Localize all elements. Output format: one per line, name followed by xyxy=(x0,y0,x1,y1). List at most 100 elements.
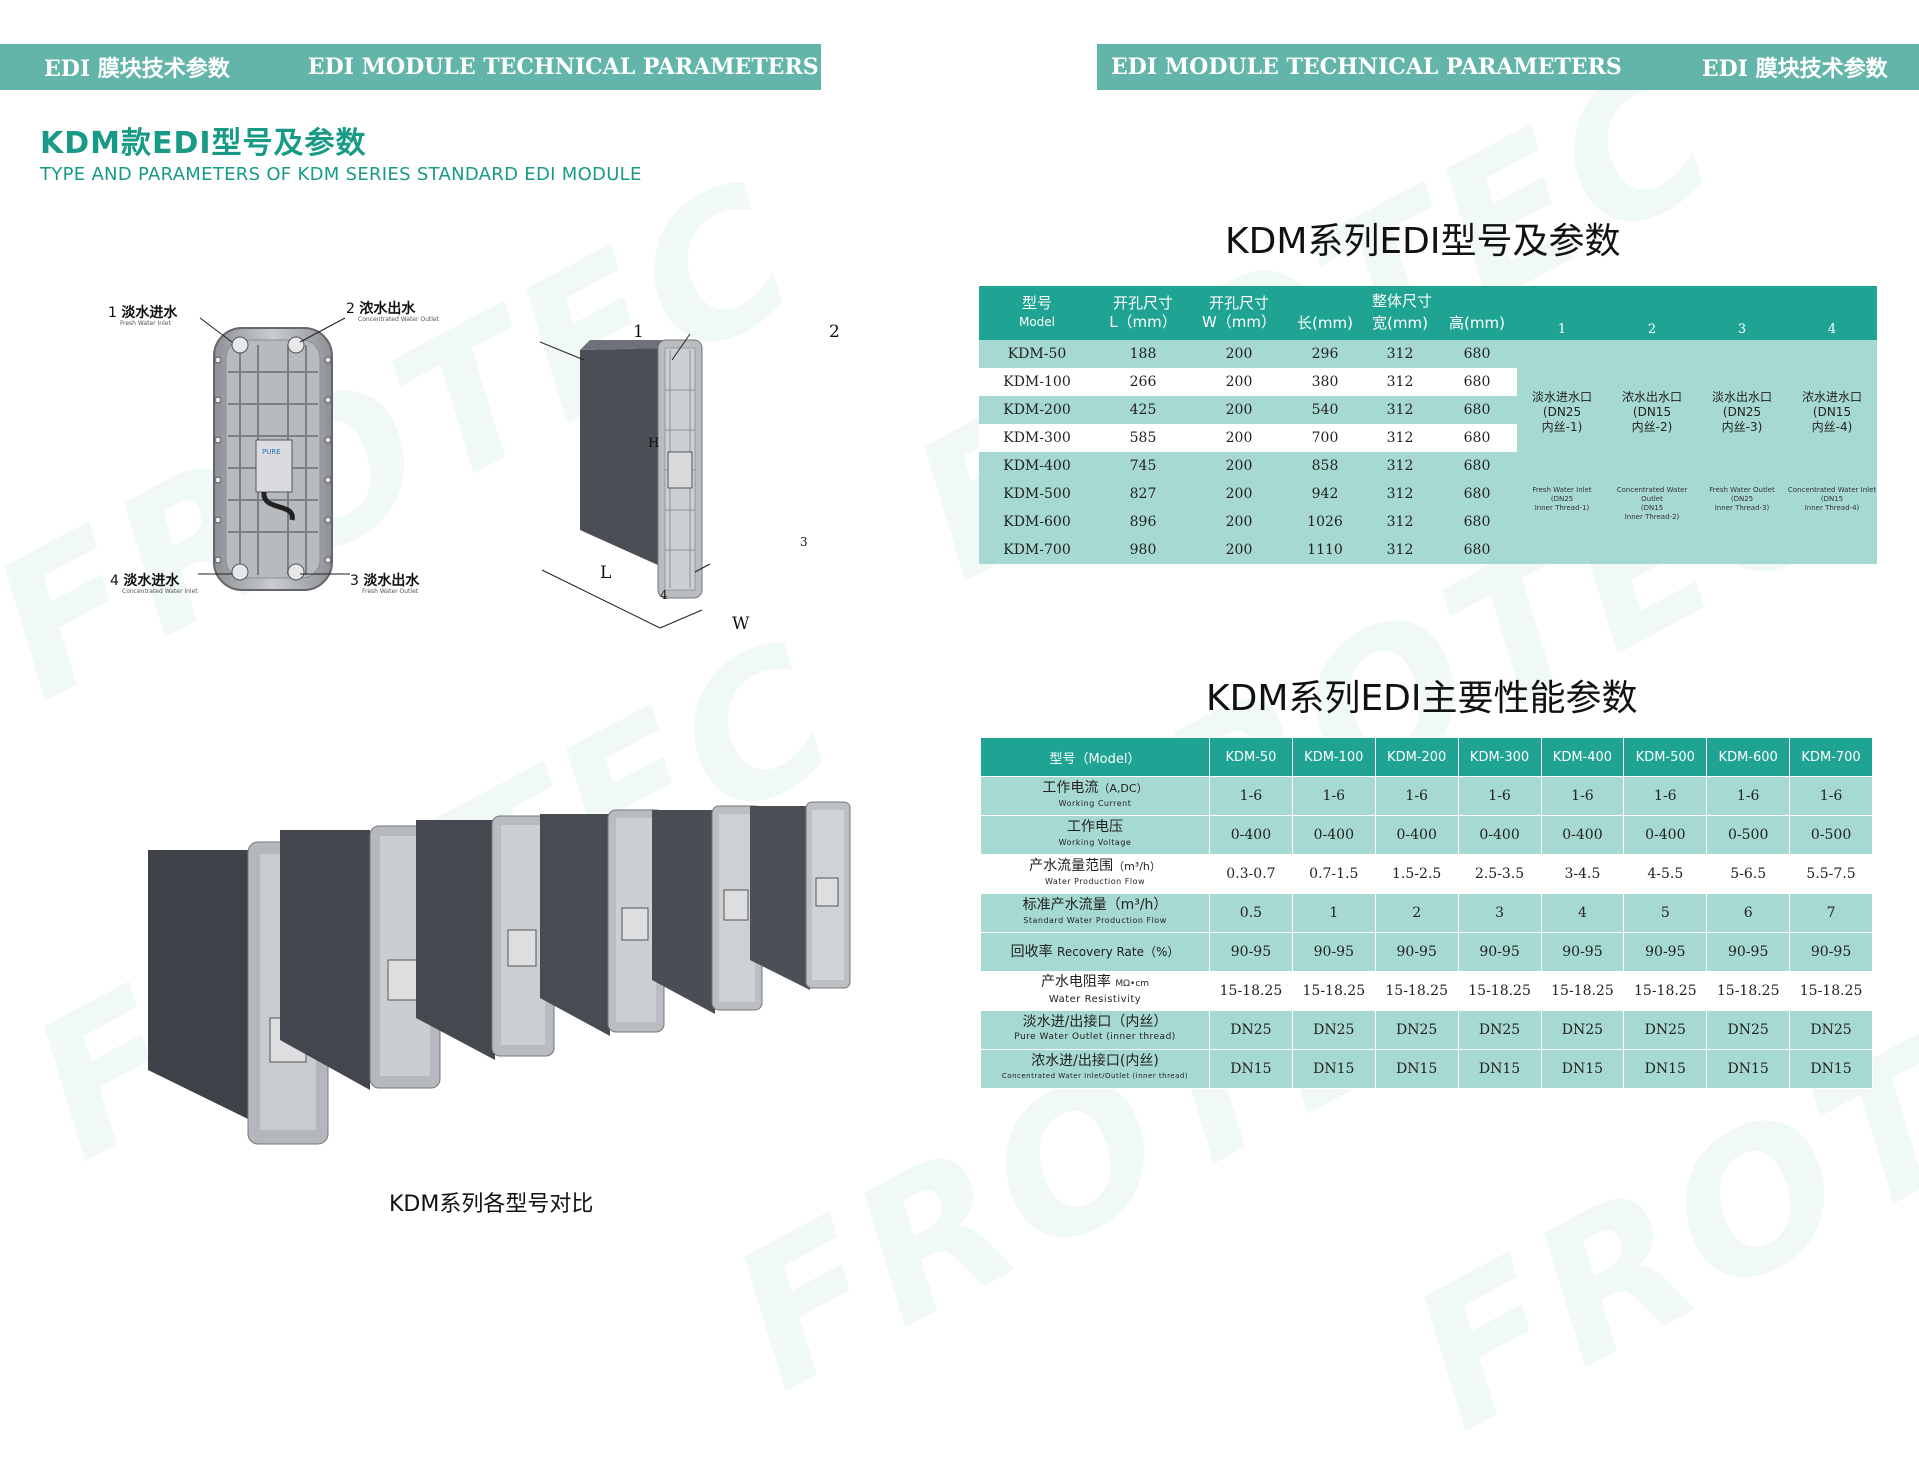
table-cell: 5.5-7.5 xyxy=(1789,854,1873,894)
th-width: 宽(mm) xyxy=(1372,314,1428,332)
text: Inner Thread-4) xyxy=(1804,504,1860,512)
text: Fresh Water Inlet xyxy=(1532,486,1592,494)
table-cell: 15-18.25 xyxy=(1623,971,1708,1011)
table-cell: 3 xyxy=(1457,893,1542,933)
table-cell: 312 xyxy=(1386,542,1414,558)
th-hole-w-1: 开孔尺寸 xyxy=(1208,294,1269,312)
table-cell: 200 xyxy=(1225,514,1253,530)
table-cell: 2 xyxy=(1374,893,1459,933)
text: Water Resistivity xyxy=(1048,994,1142,1005)
table-cell: 200 xyxy=(1225,458,1253,474)
th-kdm-50: KDM-50 xyxy=(1209,737,1293,777)
page-title-cn: KDM款EDI型号及参数 xyxy=(40,126,367,161)
table-cell: DN25 xyxy=(1706,1010,1791,1050)
table-cell: DN25 xyxy=(1457,1010,1542,1050)
table-cell: 0-400 xyxy=(1540,815,1625,855)
table-cell: 1 xyxy=(1291,893,1376,933)
left-banner-cn: EDI 膜块技术参数 xyxy=(44,56,230,82)
table-cell: 1-6 xyxy=(1457,776,1542,816)
th-port-3: 3 xyxy=(1737,322,1747,337)
callout-en: Fresh Water Inlet xyxy=(120,320,171,327)
table-cell: 680 xyxy=(1463,374,1491,390)
text: 产水电阻率 xyxy=(1040,974,1111,990)
page-title-en: TYPE AND PARAMETERS OF KDM SERIES STANDA… xyxy=(40,164,642,185)
th-hole-l-2: L（mm） xyxy=(1109,313,1177,331)
table-cell: DN25 xyxy=(1209,1010,1293,1050)
th-kdm-400: KDM-400 xyxy=(1540,737,1625,777)
text: Standard Water Production Flow xyxy=(1023,916,1167,925)
table-cell: 浓水进/出接口(内丝)Concentrated Water Inlet/Outl… xyxy=(980,1049,1210,1089)
table-cell: 0.3-0.7 xyxy=(1209,854,1293,894)
callout-number: 3 xyxy=(350,573,359,589)
table-cell: KDM-50 xyxy=(1007,346,1067,362)
table-cell: DN15 xyxy=(1789,1049,1873,1089)
table-cell: KDM-200 xyxy=(1003,402,1071,418)
table-cell: 188 xyxy=(1129,346,1157,362)
table-cell: 200 xyxy=(1225,430,1253,446)
perf-table-title: KDM系列EDI主要性能参数 xyxy=(1206,678,1638,719)
text: Pure Water Outlet (inner thread) xyxy=(1014,1032,1176,1042)
side-label-1: 1 xyxy=(633,322,644,342)
table-cell: 90-95 xyxy=(1706,932,1791,972)
table-cell: 980 xyxy=(1129,542,1157,558)
table-cell: 3-4.5 xyxy=(1540,854,1625,894)
table-cell: 680 xyxy=(1463,346,1491,362)
table-cell: 200 xyxy=(1225,374,1253,390)
th-kdm-200: KDM-200 xyxy=(1374,737,1459,777)
callout-en: Fresh Water Outlet xyxy=(362,588,419,595)
front-brand-label: PURE xyxy=(262,448,281,456)
text: Working Voltage xyxy=(1058,838,1132,847)
table-cell: 15-18.25 xyxy=(1291,971,1376,1011)
text: (DN25 xyxy=(1722,405,1762,419)
table-cell: 7 xyxy=(1789,893,1873,933)
text: 内丝-1) xyxy=(1541,420,1583,434)
th-hole-l-1: 开孔尺寸 xyxy=(1112,294,1173,312)
text: 标准产水流量（m³/h） xyxy=(1022,897,1168,913)
table-cell: 15-18.25 xyxy=(1209,971,1293,1011)
callout-cn: 淡水进水 xyxy=(121,305,178,321)
table-cell: DN15 xyxy=(1623,1049,1708,1089)
table-row: 产水流量范围（m³/h）Water Production Flow 0.3-0.… xyxy=(980,854,1873,894)
text: 回收率 xyxy=(1010,943,1053,960)
th-kdm-100: KDM-100 xyxy=(1291,737,1376,777)
table-cell: KDM-600 xyxy=(1003,514,1071,530)
table-cell: 2.5-3.5 xyxy=(1457,854,1542,894)
callout-number: 4 xyxy=(110,573,119,589)
table-cell: 90-95 xyxy=(1457,932,1542,972)
table-cell: 0-400 xyxy=(1374,815,1459,855)
table-cell: 1-6 xyxy=(1540,776,1625,816)
callout-en: Concentrated Water Outlet xyxy=(358,316,439,323)
text: 工作电压 xyxy=(1067,819,1123,835)
table-cell: 312 xyxy=(1386,458,1414,474)
text: (DN15 xyxy=(1640,504,1664,512)
model-table-title: KDM系列EDI型号及参数 xyxy=(1225,221,1621,262)
text: (DN25 xyxy=(1730,495,1754,503)
table-cell: 1-6 xyxy=(1789,776,1873,816)
text: 内丝-4) xyxy=(1811,420,1853,434)
table-row: 淡水进/出接口（内丝）Pure Water Outlet (inner thre… xyxy=(980,1010,1873,1050)
table-cell: KDM-300 xyxy=(1003,430,1071,446)
table-cell: 0-500 xyxy=(1789,815,1873,855)
table-cell: 6 xyxy=(1706,893,1791,933)
th-length: 长(mm) xyxy=(1297,314,1353,332)
table-cell: 5 xyxy=(1623,893,1708,933)
text: 产水流量范围 xyxy=(1029,858,1114,874)
text: Concentrated Water Outlet xyxy=(1616,486,1688,503)
table-cell: DN15 xyxy=(1209,1049,1293,1089)
table-cell: 1026 xyxy=(1307,514,1343,530)
th-kdm-600: KDM-600 xyxy=(1706,737,1791,777)
text: Concentrated Water Inlet/Outlet (inner t… xyxy=(1001,1072,1189,1080)
th-overall: 整体尺寸 xyxy=(1371,292,1432,310)
table-cell: 1110 xyxy=(1307,542,1343,558)
th-height: 高(mm) xyxy=(1449,314,1505,332)
callout-fresh-water-outlet: 3 淡水出水 Fresh Water Outlet xyxy=(350,570,419,595)
callout-cn: 淡水进水 xyxy=(123,573,180,589)
table-cell: 90-95 xyxy=(1540,932,1625,972)
table-cell: 90-95 xyxy=(1291,932,1376,972)
table-cell: 工作电流（A,DC）Working Current xyxy=(980,776,1210,816)
